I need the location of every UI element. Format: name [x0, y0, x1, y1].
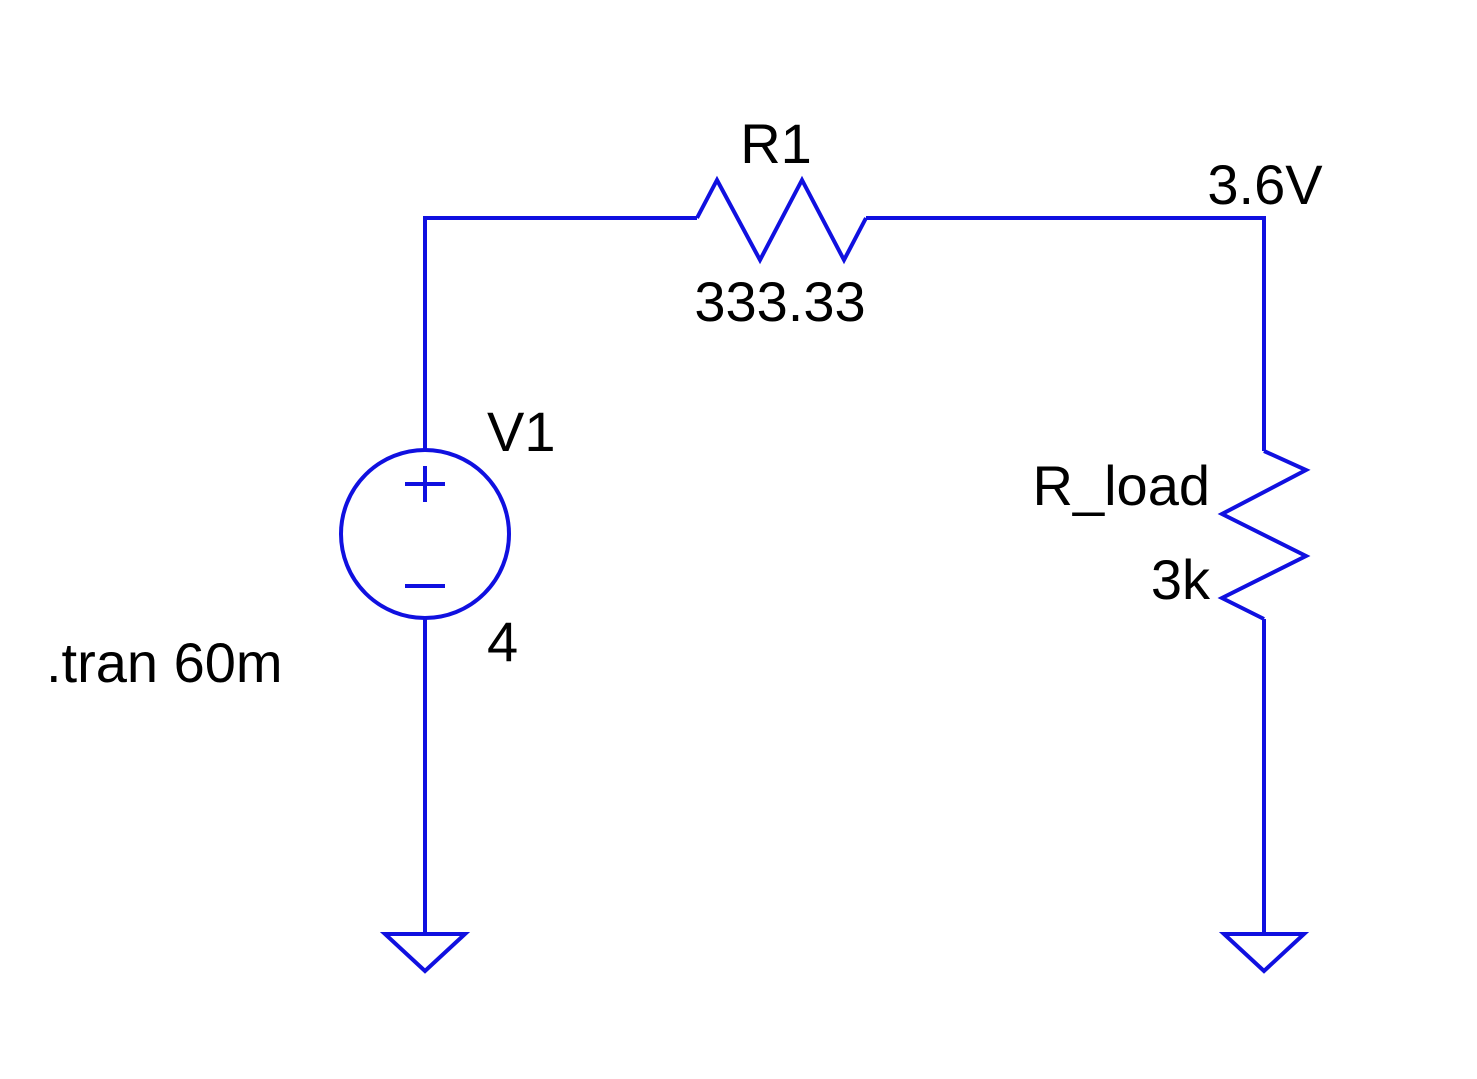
wire-r1-to-rload[interactable] [866, 216, 1266, 451]
rload-name-label: R_load [1033, 454, 1210, 517]
r1-resistor-symbol[interactable] [695, 175, 868, 265]
rload-value-label: 3k [1151, 548, 1211, 611]
wire-v1-to-r1[interactable] [423, 216, 697, 451]
net-voltage-label: 3.6V [1207, 153, 1323, 216]
r1-name-label: R1 [740, 112, 812, 175]
tran-directive-label[interactable]: .tran 60m [46, 631, 283, 694]
v1-name-label: V1 [487, 400, 556, 463]
v1-value-label: 4 [487, 610, 518, 673]
ground-icon-right[interactable] [1218, 932, 1310, 974]
v1-source-circle [339, 448, 511, 620]
r1-value-label: 333.33 [694, 270, 865, 333]
v1-voltage-source-symbol[interactable] [339, 448, 511, 620]
wires [423, 216, 1266, 934]
ground-icon-left[interactable] [379, 932, 471, 974]
rload-resistor-symbol[interactable] [1217, 449, 1311, 621]
